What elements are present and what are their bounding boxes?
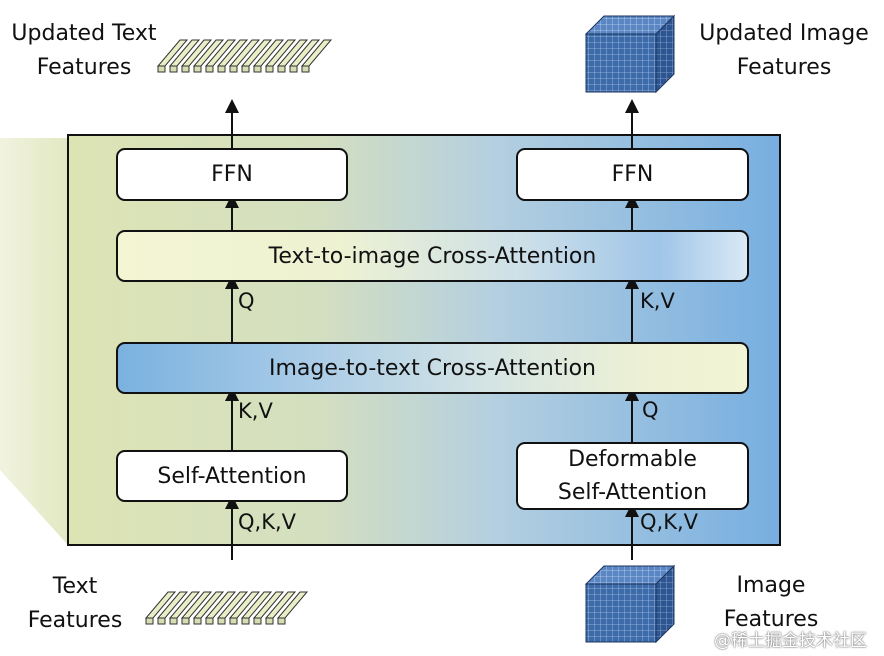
updated-image-features-icon xyxy=(584,14,676,94)
text-features-label: Text Features xyxy=(27,574,123,633)
text-token-bar-front xyxy=(181,617,190,625)
text-token-bar-front xyxy=(253,65,262,73)
zoom-wedge xyxy=(0,138,68,545)
text-token-bar-front xyxy=(193,65,202,73)
text-token-bar-front xyxy=(217,65,226,73)
text-token-bar-front xyxy=(169,617,178,625)
image-features-icon xyxy=(584,564,676,644)
updated-text-features-icon xyxy=(156,39,333,73)
edge-label-left-q: Q xyxy=(238,289,255,313)
text-token-bar-front xyxy=(169,65,178,73)
self-attention-box: Self-Attention xyxy=(116,450,348,502)
updated-image-features-label: Updated Image Features xyxy=(699,21,869,80)
text-to-image-cross-attention-box: Text-to-image Cross-Attention xyxy=(116,230,749,282)
edge-label-right-q: Q xyxy=(642,398,659,422)
text-token-bar-front xyxy=(277,65,286,73)
text-token-bar-front xyxy=(229,617,238,625)
ffn-right-box: FFN xyxy=(516,148,749,201)
text-token-bar-front xyxy=(265,65,274,73)
text-token-bar-front xyxy=(205,617,214,625)
text-token-bar-front xyxy=(157,617,166,625)
updated-text-features-label: Updated Text Features xyxy=(11,21,157,80)
text-token-bar-front xyxy=(145,617,154,625)
image-to-text-cross-attention-box: Image-to-text Cross-Attention xyxy=(116,342,749,394)
text-token-bar-front xyxy=(241,65,250,73)
edge-label-left-kv: K,V xyxy=(238,399,273,423)
text-token-bar-front xyxy=(277,617,286,625)
text-token-bar-front xyxy=(217,617,226,625)
edge-label-right-bottom: Q,K,V xyxy=(640,510,699,534)
text-token-bar-front xyxy=(301,65,310,73)
deformable-self-attention-box: Deformable Self-Attention xyxy=(516,442,749,510)
ffn-left-box: FFN xyxy=(116,148,348,201)
text-token-bar-front xyxy=(157,65,166,73)
image-features-label: Image Features xyxy=(723,573,819,632)
text-token-bar-front xyxy=(241,617,250,625)
text-features-icon xyxy=(144,591,309,625)
text-token-bar-front xyxy=(253,617,262,625)
text-token-bar-front xyxy=(205,65,214,73)
text-token-bar-front xyxy=(265,617,274,625)
text-token-bar-front xyxy=(181,65,190,73)
text-token-bar-front xyxy=(229,65,238,73)
text-token-bar-front xyxy=(289,65,298,73)
edge-label-left-bottom: Q,K,V xyxy=(238,510,297,534)
text-token-bar-front xyxy=(193,617,202,625)
edge-label-right-kv: K,V xyxy=(640,289,675,313)
watermark: @稀土掘金技术社区 xyxy=(714,631,867,651)
